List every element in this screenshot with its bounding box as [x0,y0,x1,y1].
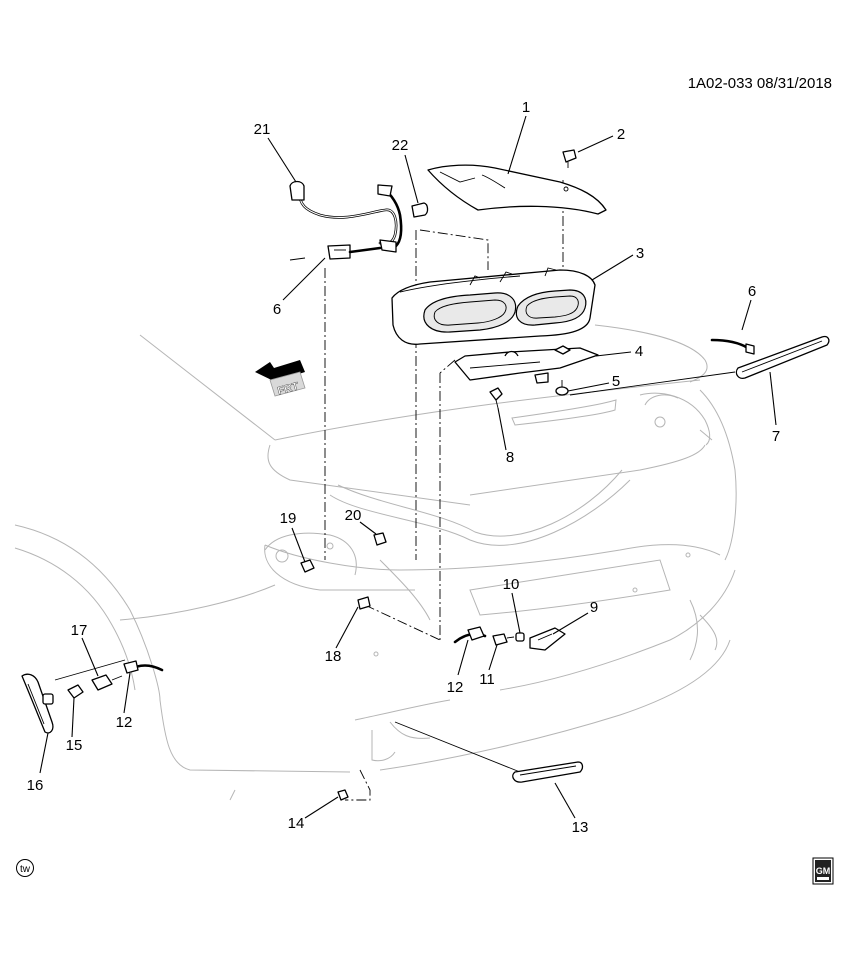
tw-mark: tw [16,859,34,877]
push-clip [562,149,577,168]
callout-2: 2 [617,126,625,143]
tw-mark-label: tw [20,864,31,875]
retainer-18 [357,596,371,610]
tail-lamp-assembly [391,267,596,345]
callout-6b: 6 [748,283,756,300]
assembly-lines [54,180,736,801]
nut [555,380,569,396]
nut-20 [373,532,387,546]
tail-lamp-bulb [411,202,429,218]
gm-logo-text: GM [816,866,831,876]
callout-22: 22 [392,137,409,154]
lamp-mounting-bracket [454,345,599,384]
callout-12b: 12 [116,714,133,731]
callout-7: 7 [772,428,780,445]
push-nut [337,789,349,801]
side-marker-lamp [21,673,54,734]
callout-21: 21 [254,121,271,138]
gm-logo: GM [812,857,834,885]
callout-15: 15 [66,737,83,754]
license-lamp-harness [453,626,487,644]
callout-19: 19 [280,510,297,527]
license-lamp-bulb [515,632,525,642]
light-bar [710,335,830,379]
side-marker-bulb [67,684,84,699]
callout-17: 17 [71,622,88,639]
tail-lamp-harness [289,180,403,260]
callout-4: 4 [635,343,643,360]
bolt-8 [489,387,503,409]
callout-10: 10 [503,576,520,593]
document-id: 1A02-033 08/31/2018 [688,75,832,92]
callout-14: 14 [288,815,305,832]
front-direction-label: FRT [276,380,300,397]
leader-lines [39,115,777,819]
callout-8: 8 [506,449,514,466]
callout-numbers: 1 2 3 4 5 6 6 7 8 9 10 11 12 12 13 14 15… [27,99,781,836]
rear-reflector [512,761,584,783]
callout-6a: 6 [273,301,281,318]
callout-9: 9 [590,599,598,616]
vehicle-body-outline [14,324,737,801]
license-lamp-socket [492,633,515,646]
bolt-19 [300,559,315,573]
license-lamp [529,627,566,651]
callout-1: 1 [522,99,530,116]
side-marker-harness [123,660,164,674]
callout-18: 18 [325,648,342,665]
callout-11: 11 [479,671,495,688]
upper-trim-panel [427,164,607,215]
callout-12a: 12 [447,679,464,696]
callout-20: 20 [345,507,362,524]
callout-5: 5 [612,373,620,390]
callout-3: 3 [636,245,644,262]
callout-16: 16 [27,777,44,794]
callout-13: 13 [572,819,589,836]
front-direction-arrow-icon: FRT [255,360,306,398]
side-marker-socket [91,674,123,691]
